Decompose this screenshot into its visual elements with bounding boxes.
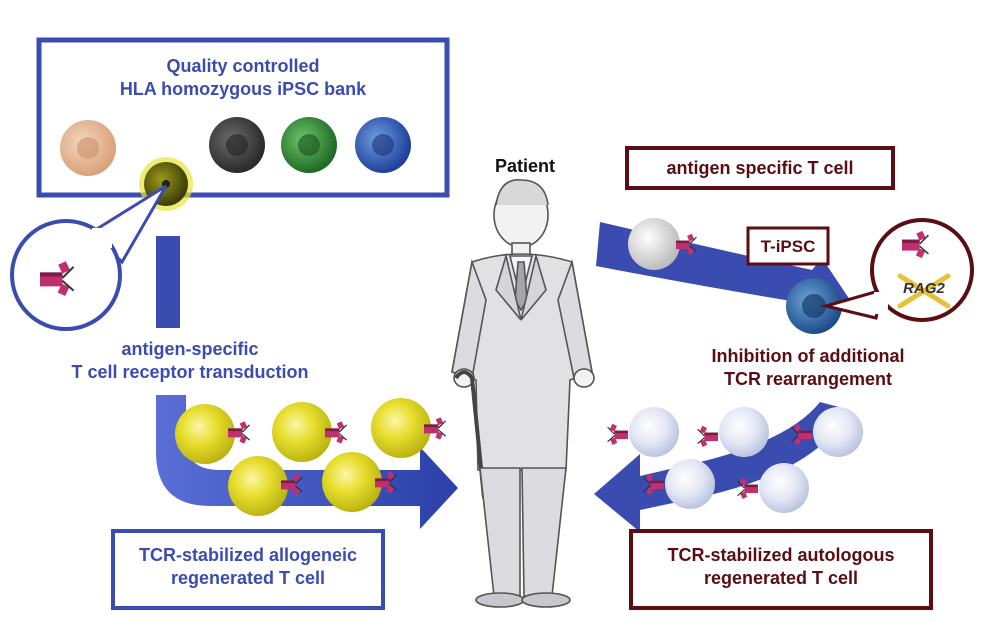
ipsc-bank-title-line2: HLA homozygous iPSC bank (119, 78, 367, 99)
antigen-specific-label: antigen specific T cell (666, 158, 854, 178)
autologous-result-line2: regenerated T cell (703, 567, 859, 588)
patient-figure (451, 179, 595, 608)
allogeneic-t-cell (322, 452, 398, 512)
transduction-label-line1: antigen-specific (121, 339, 259, 359)
inhibition-line1: Inhibition of additional (711, 346, 905, 366)
ipsc-bank-title-line1: Quality controlled (166, 56, 320, 76)
inhibition-line2: TCR rearrangement (723, 368, 893, 389)
transduction-bar (156, 236, 180, 328)
ipsc-bank-title: Quality controlled HLA homozygous iPSC b… (39, 55, 447, 100)
allogeneic-result-label: TCR-stabilized allogeneic regenerated T … (113, 544, 383, 589)
transduction-label-line2: T cell receptor transduction (71, 361, 309, 382)
tipsc-label: T-iPSC (760, 237, 816, 256)
autologous-result-label: TCR-stabilized autologous regenerated T … (631, 544, 931, 589)
autologous-t-cell (697, 407, 769, 457)
tipsc-cell (786, 278, 842, 334)
ipsc-cell-orange (60, 120, 116, 176)
patient-label: Patient (494, 156, 555, 176)
autologous-t-cell (607, 407, 679, 457)
ipsc-cell-gray (209, 117, 265, 173)
ipsc-cell-blue (355, 117, 411, 173)
antigen-specific-t-cell (628, 218, 697, 270)
autologous-t-cell (737, 463, 809, 513)
rag2-callout-circle (870, 218, 974, 322)
ipsc-cell-green (281, 117, 337, 173)
antigen-specific-box (625, 146, 895, 190)
autologous-result-line1: TCR-stabilized autologous (667, 545, 895, 565)
allogeneic-result-line2: regenerated T cell (170, 567, 326, 588)
inhibition-label: Inhibition of additional TCR rearrangeme… (680, 345, 936, 390)
autologous-flow-arrow (594, 402, 850, 532)
allogeneic-t-cell (175, 404, 251, 464)
rag2-knockout-cross-icon (897, 273, 951, 309)
transduction-label: antigen-specific T cell receptor transdu… (40, 338, 340, 383)
allogeneic-t-cell (371, 398, 447, 458)
autologous-t-cell (791, 407, 863, 457)
allogeneic-t-cell (272, 402, 348, 462)
autologous-t-cell (643, 459, 715, 509)
allogeneic-result-line1: TCR-stabilized allogeneic (138, 545, 358, 565)
autologous-result-box (629, 529, 933, 610)
tipsc-box (746, 226, 830, 266)
rag2-label: RAG2 (903, 280, 945, 297)
allogeneic-t-cell (228, 456, 304, 516)
allogeneic-result-box (111, 529, 385, 610)
